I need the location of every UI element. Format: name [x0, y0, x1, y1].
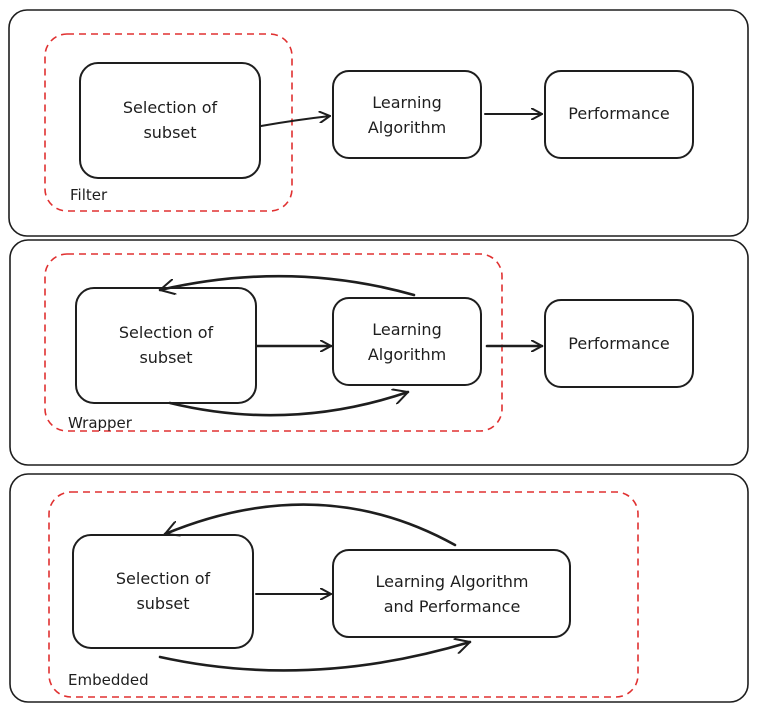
node-label-line-1: Selection of [123, 98, 218, 117]
node-label-line-2: subset [139, 348, 192, 367]
node-label: Performance [568, 104, 669, 123]
wrapper-panel: Wrapper Selection of subset Learning Alg… [9, 239, 749, 466]
learning-algorithm-and-performance-node: Learning Algorithm and Performance [332, 549, 571, 638]
node-label-line-2: subset [143, 123, 196, 142]
node-label-line-1: Selection of [116, 569, 211, 588]
selection-of-subset-node: Selection of subset [75, 287, 257, 404]
arrow-selection-to-learning-lower [158, 642, 470, 672]
arrow-feedback-learning-to-selection [165, 503, 457, 547]
filter-group-outline [44, 33, 293, 212]
node-label-line-1: Learning [372, 320, 441, 339]
filter-group-label: Filter [70, 186, 108, 204]
node-label-line-1: Selection of [119, 323, 214, 342]
embedded-group-outline [48, 491, 639, 698]
arrow-selection-to-learning [260, 116, 330, 127]
node-label-line-1: Learning Algorithm [376, 572, 529, 591]
learning-algorithm-node: Learning Algorithm [332, 297, 482, 386]
node-label-line-2: Algorithm [368, 345, 446, 364]
filter-panel: Filter Selection of subset Learning Algo… [8, 9, 749, 237]
node-label-line-2: Algorithm [368, 118, 446, 137]
embedded-panel: Embedded Selection of subset Learning Al… [9, 473, 749, 703]
selection-of-subset-node: Selection of subset [72, 534, 254, 649]
performance-node: Performance [544, 70, 694, 159]
embedded-group-label: Embedded [68, 671, 149, 689]
node-label: Performance [568, 334, 669, 353]
panel-border [8, 9, 749, 237]
node-label-line-1: Learning [372, 93, 441, 112]
performance-node: Performance [544, 299, 694, 388]
panel-border [9, 239, 749, 466]
wrapper-group-outline [44, 253, 503, 432]
learning-algorithm-node: Learning Algorithm [332, 70, 482, 159]
node-label-line-2: subset [136, 594, 189, 613]
wrapper-group-label: Wrapper [68, 414, 133, 432]
selection-of-subset-node: Selection of subset [79, 62, 261, 179]
panel-border [9, 473, 749, 703]
node-label-line-2: and Performance [384, 597, 521, 616]
arrow-feedback-learning-to-selection [160, 274, 416, 297]
arrow-selection-to-learning-lower [168, 392, 408, 417]
